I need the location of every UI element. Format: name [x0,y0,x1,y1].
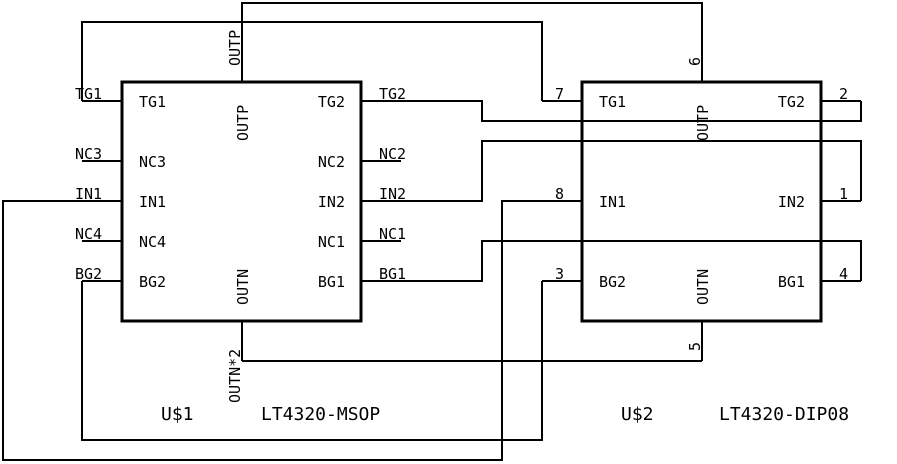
u1-pin-label-nc3: NC3 [139,153,166,171]
u2-pin-number-in2: 1 [839,185,848,203]
wire-in1 [2,200,542,461]
wire-bg1 [401,240,862,282]
u1-pin-label-bg1: BG1 [318,273,345,291]
u2-pin-label-outn: OUTN [694,269,712,305]
u1-net-label-nc2: NC2 [379,145,406,163]
u1-pin-label-outp: OUTP [234,105,252,141]
u2-pin-label-in1: IN1 [599,193,626,211]
u1-net-label-bg1: BG1 [379,265,406,283]
u1-net-label-nc1: NC1 [379,225,406,243]
u1-net-label-in2: IN2 [379,185,406,203]
u1-pin-label-in2: IN2 [318,193,345,211]
u1-symbol: TG1 NC3 IN1 NC4 BG2 TG2 NC2 IN2 NC1 BG1 … [75,30,406,425]
u1-net-label-nc4: NC4 [75,225,102,243]
u2-pin-number-in1: 8 [555,185,564,203]
u1-pin-label-in1: IN1 [139,193,166,211]
u2-symbol: TG1 IN1 BG2 TG2 IN2 BG1 OUTP OUTN 7 8 3 … [542,42,861,425]
wires [2,2,862,461]
wire-tg2 [401,100,862,122]
u1-net-label-in1: IN1 [75,185,102,203]
u2-pin-number-tg2: 2 [839,85,848,103]
u1-net-label-nc3: NC3 [75,145,102,163]
u2-pin-label-tg1: TG1 [599,93,626,111]
u2-pin-label-bg2: BG2 [599,273,626,291]
u2-pin-number-tg1: 7 [555,85,564,103]
u2-pin-number-bg2: 3 [555,265,564,283]
wire-outp [241,2,703,42]
u2-pin-number-bg1: 4 [839,265,848,283]
u1-pin-label-tg1: TG1 [139,93,166,111]
u2-pin-label-tg2: TG2 [778,93,805,111]
u1-net-label-outp: OUTP [226,30,244,66]
u1-pin-label-nc1: NC1 [318,233,345,251]
u2-pin-label-in2: IN2 [778,193,805,211]
u2-name-label: U$2 [621,404,654,425]
u2-pin-label-outp: OUTP [694,105,712,141]
wire-tg1 [81,21,543,101]
u1-value-label: LT4320-MSOP [261,404,380,425]
u1-net-label-tg2: TG2 [379,85,406,103]
u1-name-label: U$1 [161,404,194,425]
u1-net-label-tg1: TG1 [75,85,102,103]
u2-pin-number-outp: 6 [686,57,704,66]
u1-pin-label-outn: OUTN [234,269,252,305]
u2-pin-label-bg1: BG1 [778,273,805,291]
u1-pin-label-bg2: BG2 [139,273,166,291]
wire-in2 [401,140,862,202]
u1-pin-label-nc4: NC4 [139,233,166,251]
u2-pin-number-outn: 5 [686,342,704,351]
u1-net-label-bg2: BG2 [75,265,102,283]
u2-value-label: LT4320-DIP08 [719,404,849,425]
u1-pin-label-nc2: NC2 [318,153,345,171]
u1-pin-label-tg2: TG2 [318,93,345,111]
u1-net-label-outn: OUTN*2 [226,349,244,403]
